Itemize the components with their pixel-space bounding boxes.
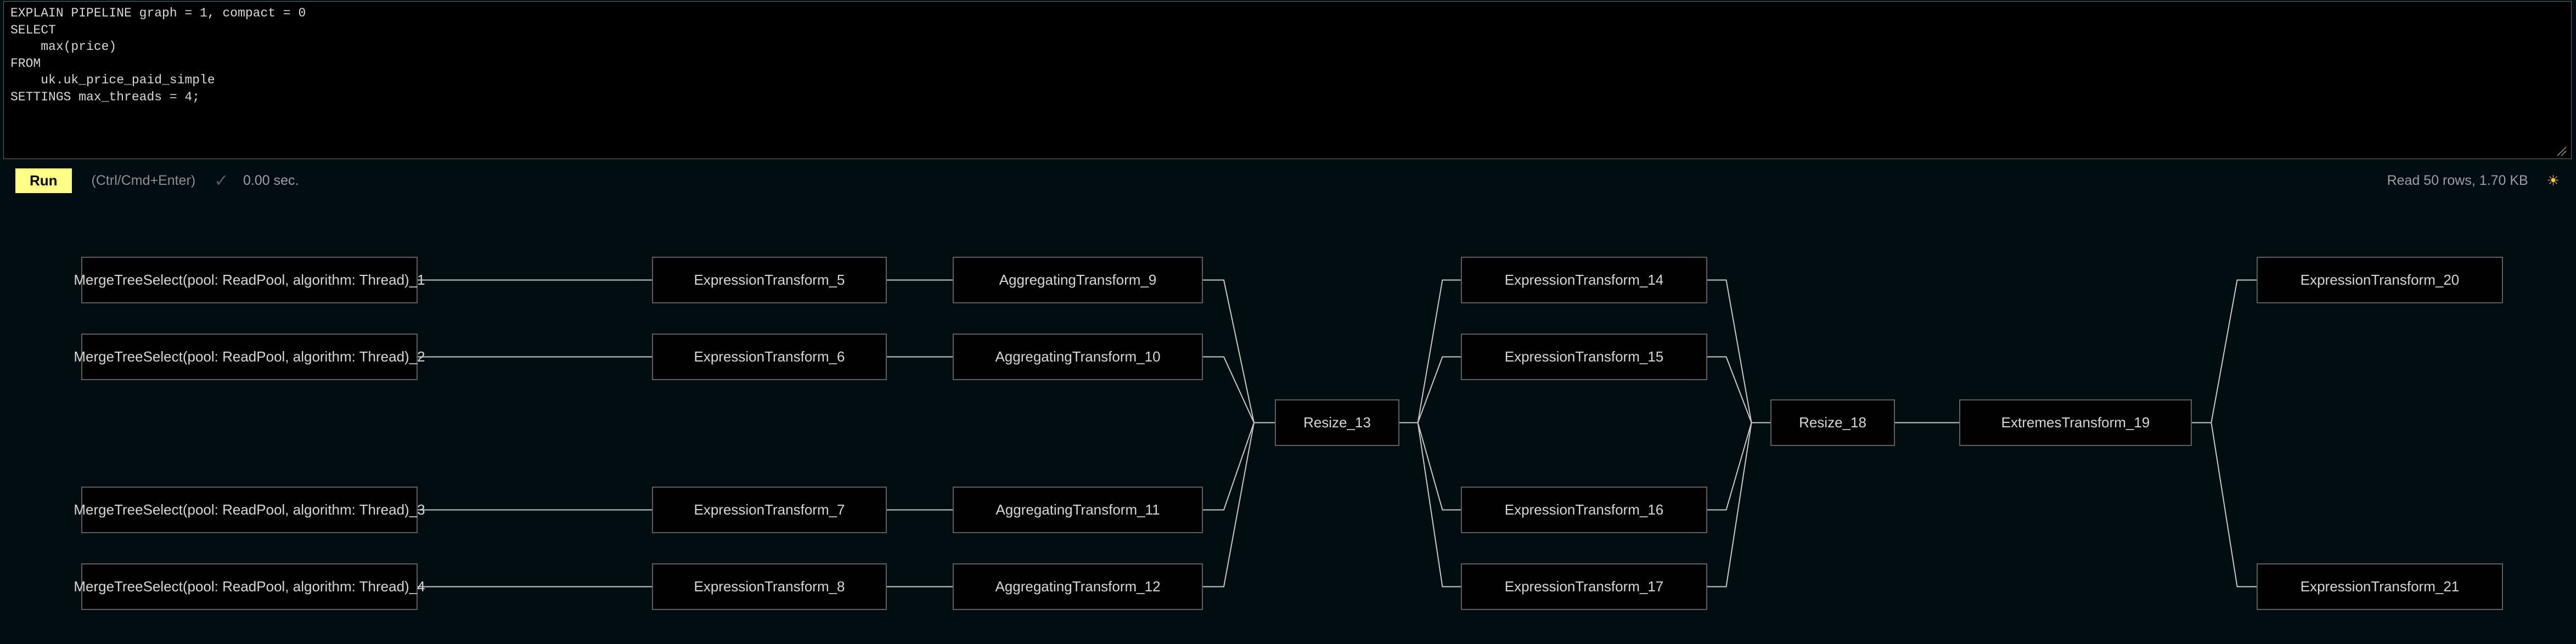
graph-node-n11[interactable]: AggregatingTransform_11 <box>953 487 1203 533</box>
graph-node-n7[interactable]: ExpressionTransform_7 <box>652 487 887 533</box>
graph-node-n5[interactable]: ExpressionTransform_5 <box>652 257 887 303</box>
graph-node-label: ExpressionTransform_6 <box>694 348 845 365</box>
graph-node-label: ExtremesTransform_19 <box>2001 414 2150 431</box>
graph-node-label: MergeTreeSelect(pool: ReadPool, algorith… <box>74 348 425 365</box>
pipeline-graph: MergeTreeSelect(pool: ReadPool, algorith… <box>0 199 2576 644</box>
graph-node-n6[interactable]: ExpressionTransform_6 <box>652 334 887 380</box>
graph-node-label: AggregatingTransform_9 <box>999 272 1157 288</box>
graph-edge <box>1203 279 1275 423</box>
graph-edge <box>1707 356 1770 423</box>
run-button[interactable]: Run <box>15 168 72 193</box>
run-shortcut-hint: (Ctrl/Cmd+Enter) <box>91 172 196 188</box>
graph-edge <box>1399 356 1461 423</box>
elapsed-time-label: 0.00 sec. <box>243 172 299 188</box>
graph-node-n21[interactable]: ExpressionTransform_21 <box>2257 563 2503 610</box>
graph-node-n15[interactable]: ExpressionTransform_15 <box>1461 334 1707 380</box>
graph-node-n17[interactable]: ExpressionTransform_17 <box>1461 563 1707 610</box>
graph-edge <box>1203 422 1275 587</box>
graph-edge <box>1707 422 1770 587</box>
graph-node-n16[interactable]: ExpressionTransform_16 <box>1461 487 1707 533</box>
graph-edge <box>2192 279 2257 423</box>
graph-node-label: Resize_13 <box>1303 414 1371 431</box>
graph-node-label: ExpressionTransform_16 <box>1504 501 1664 518</box>
graph-node-label: ExpressionTransform_15 <box>1504 348 1664 365</box>
graph-node-n13[interactable]: Resize_13 <box>1275 399 1399 446</box>
graph-node-n18[interactable]: Resize_18 <box>1770 399 1895 446</box>
graph-node-n10[interactable]: AggregatingTransform_10 <box>953 334 1203 380</box>
graph-node-n20[interactable]: ExpressionTransform_20 <box>2257 257 2503 303</box>
graph-node-label: AggregatingTransform_11 <box>995 501 1160 518</box>
graph-node-label: ExpressionTransform_5 <box>694 272 845 288</box>
toolbar-right-group: Read 50 rows, 1.70 KB ☀ <box>2387 173 2560 189</box>
graph-node-n4[interactable]: MergeTreeSelect(pool: ReadPool, algorith… <box>74 563 425 610</box>
graph-node-label: ExpressionTransform_17 <box>1504 578 1664 595</box>
graph-edge <box>2192 422 2257 587</box>
graph-edge <box>1707 279 1770 423</box>
graph-node-label: ExpressionTransform_21 <box>2300 578 2460 595</box>
sql-editor-panel <box>0 0 2576 160</box>
graph-node-label: MergeTreeSelect(pool: ReadPool, algorith… <box>74 501 425 518</box>
success-check-icon: ✓ <box>214 171 229 190</box>
graph-edge <box>1399 422 1461 511</box>
sun-icon[interactable]: ☀ <box>2546 172 2560 189</box>
graph-node-label: MergeTreeSelect(pool: ReadPool, algorith… <box>74 578 425 595</box>
query-toolbar: Run (Ctrl/Cmd+Enter) ✓ 0.00 sec. Read 50… <box>0 162 2576 199</box>
graph-node-n1[interactable]: MergeTreeSelect(pool: ReadPool, algorith… <box>74 257 425 303</box>
graph-node-label: ExpressionTransform_14 <box>1504 272 1664 288</box>
graph-node-label: MergeTreeSelect(pool: ReadPool, algorith… <box>74 272 425 288</box>
graph-node-label: AggregatingTransform_10 <box>995 348 1161 365</box>
graph-edge-layer <box>418 279 2257 587</box>
graph-node-n12[interactable]: AggregatingTransform_12 <box>953 563 1203 610</box>
graph-edge <box>1203 356 1275 423</box>
graph-node-label: ExpressionTransform_8 <box>694 578 845 595</box>
graph-edge <box>1707 422 1770 511</box>
graph-node-label: Resize_18 <box>1799 414 1866 431</box>
graph-node-n2[interactable]: MergeTreeSelect(pool: ReadPool, algorith… <box>74 334 425 380</box>
graph-node-label: ExpressionTransform_20 <box>2300 272 2460 288</box>
read-stats-label: Read 50 rows, 1.70 KB <box>2387 172 2528 188</box>
graph-edge <box>1399 422 1461 587</box>
graph-node-n19[interactable]: ExtremesTransform_19 <box>1959 399 2192 446</box>
graph-edge <box>1203 422 1275 511</box>
graph-node-n3[interactable]: MergeTreeSelect(pool: ReadPool, algorith… <box>74 487 425 533</box>
graph-node-n8[interactable]: ExpressionTransform_8 <box>652 563 887 610</box>
graph-node-label: AggregatingTransform_12 <box>995 578 1161 595</box>
graph-node-label: ExpressionTransform_7 <box>694 501 845 518</box>
graph-node-n14[interactable]: ExpressionTransform_14 <box>1461 257 1707 303</box>
graph-node-n9[interactable]: AggregatingTransform_9 <box>953 257 1203 303</box>
graph-edge <box>1399 279 1461 423</box>
sql-query-input[interactable] <box>3 1 2572 159</box>
